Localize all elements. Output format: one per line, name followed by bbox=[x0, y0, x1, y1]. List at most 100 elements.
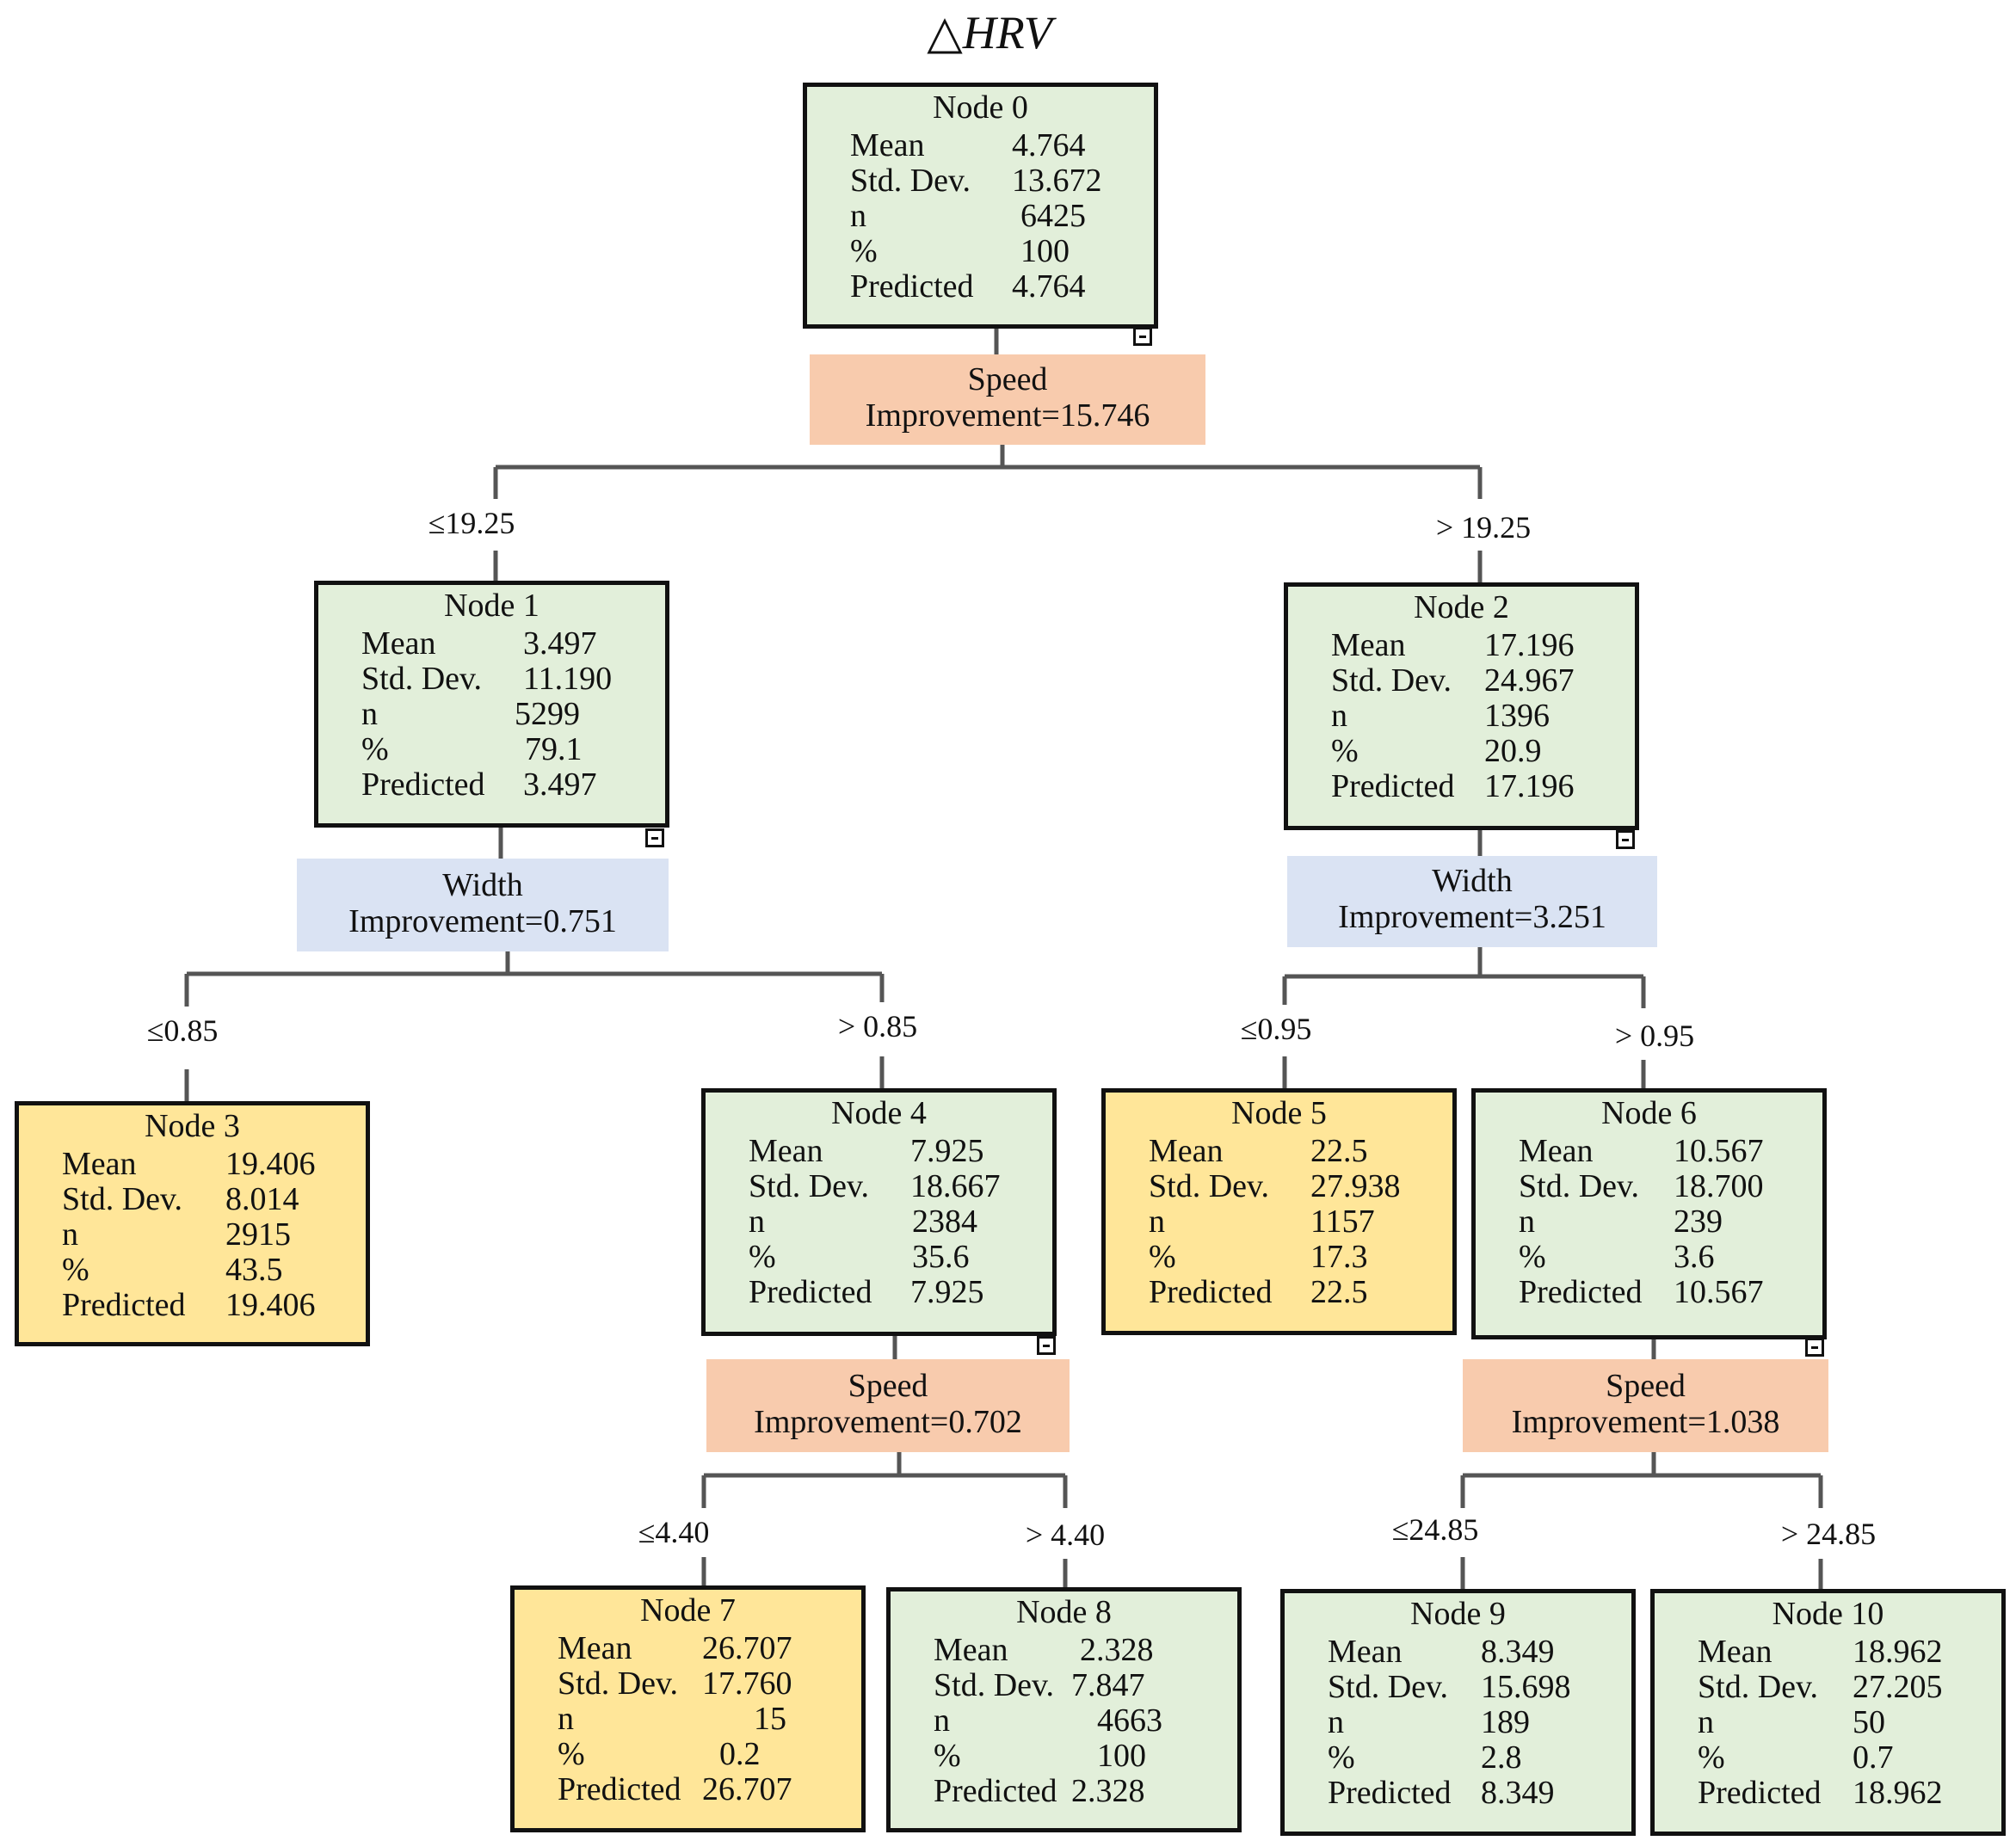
stat-value: 27.205 bbox=[1853, 1669, 1943, 1705]
edge-label: > 24.85 bbox=[1780, 1517, 1877, 1551]
stat-label: n bbox=[1149, 1204, 1165, 1240]
stat-value: 26.707 bbox=[702, 1771, 792, 1807]
stat-value: 7.925 bbox=[910, 1133, 984, 1169]
stat-value: 0.7 bbox=[1853, 1739, 1894, 1776]
stat-label: n bbox=[62, 1216, 78, 1253]
stat-value: 19.406 bbox=[225, 1287, 316, 1323]
collapse-toggle-node-2[interactable] bbox=[1616, 830, 1635, 849]
collapse-toggle-node-4[interactable] bbox=[1037, 1336, 1056, 1355]
split-improvement: Improvement=1.038 bbox=[1511, 1404, 1780, 1440]
node-title: Node 1 bbox=[444, 588, 539, 624]
stat-value: 18.962 bbox=[1853, 1775, 1943, 1811]
collapse-toggle-node-0[interactable] bbox=[1133, 327, 1152, 346]
tree-node-2: Node 2 Mean 17.196 Std. Dev. 24.967 n 13… bbox=[1284, 582, 1639, 830]
stat-label: Predicted bbox=[934, 1773, 1057, 1809]
stat-value: 15 bbox=[754, 1701, 786, 1737]
stat-label: Std. Dev. bbox=[749, 1168, 870, 1204]
stat-value: 1157 bbox=[1310, 1204, 1375, 1240]
stat-value: 13.672 bbox=[1012, 163, 1102, 199]
split-variable: Speed bbox=[967, 361, 1048, 397]
tree-node-7: Node 7 Mean 26.707 Std. Dev. 17.760 n 15… bbox=[510, 1585, 866, 1832]
split-box-node-2: Width Improvement=3.251 bbox=[1287, 856, 1657, 947]
stat-label: Std. Dev. bbox=[1519, 1168, 1640, 1204]
stat-label: Mean bbox=[1149, 1133, 1224, 1169]
node-title: Node 10 bbox=[1772, 1596, 1884, 1632]
stat-label: Std. Dev. bbox=[1149, 1168, 1270, 1204]
stat-label: Mean bbox=[1328, 1634, 1403, 1670]
stat-label: Std. Dev. bbox=[361, 661, 483, 697]
stat-value: 5299 bbox=[515, 696, 580, 732]
stat-label: Predicted bbox=[1328, 1775, 1452, 1811]
stat-label: Predicted bbox=[62, 1287, 186, 1323]
stat-value: 0.2 bbox=[719, 1736, 761, 1772]
stat-label: % bbox=[934, 1738, 961, 1774]
stat-value: 2.328 bbox=[1071, 1773, 1145, 1809]
tree-node-5: Node 5 Mean 22.5 Std. Dev. 27.938 n 1157… bbox=[1101, 1088, 1457, 1335]
stat-label: Predicted bbox=[558, 1771, 681, 1807]
node-title: Node 8 bbox=[1016, 1594, 1112, 1630]
stat-value: 4.764 bbox=[1012, 268, 1086, 305]
stat-value: 19.406 bbox=[225, 1146, 316, 1182]
stat-label: Mean bbox=[1331, 627, 1406, 663]
stat-value: 8.014 bbox=[225, 1181, 299, 1217]
collapse-toggle-node-1[interactable] bbox=[645, 828, 664, 847]
stat-value: 3.497 bbox=[523, 625, 597, 662]
node-title: Node 7 bbox=[640, 1592, 736, 1628]
stat-label: Mean bbox=[934, 1632, 1008, 1668]
stat-label: % bbox=[1519, 1239, 1546, 1275]
split-improvement: Improvement=0.751 bbox=[348, 903, 617, 939]
stat-value: 239 bbox=[1674, 1204, 1723, 1240]
node-title: Node 2 bbox=[1414, 589, 1509, 625]
stat-value: 26.707 bbox=[702, 1630, 792, 1666]
stat-value: 22.5 bbox=[1310, 1133, 1368, 1169]
edge-label: > 0.95 bbox=[1614, 1019, 1695, 1053]
split-box-node-6: Speed Improvement=1.038 bbox=[1463, 1359, 1828, 1452]
stat-label: Mean bbox=[558, 1630, 632, 1666]
node-title: Node 9 bbox=[1410, 1596, 1506, 1632]
split-improvement: Improvement=15.746 bbox=[865, 397, 1150, 434]
stat-label: Predicted bbox=[1519, 1274, 1643, 1310]
tree-node-1: Node 1 Mean 3.497 Std. Dev. 11.190 n 529… bbox=[314, 581, 669, 828]
stat-value: 2.328 bbox=[1080, 1632, 1154, 1668]
stat-value: 79.1 bbox=[525, 731, 583, 767]
stat-label: % bbox=[749, 1239, 776, 1275]
split-variable: Width bbox=[1432, 863, 1513, 899]
stat-label: Mean bbox=[361, 625, 436, 662]
stat-value: 7.847 bbox=[1071, 1667, 1145, 1703]
tree-node-3: Node 3 Mean 19.406 Std. Dev. 8.014 n 291… bbox=[15, 1101, 370, 1346]
tree-node-9: Node 9 Mean 8.349 Std. Dev. 15.698 n 189… bbox=[1280, 1589, 1636, 1836]
node-title: Node 0 bbox=[933, 89, 1028, 126]
stat-label: % bbox=[62, 1252, 89, 1288]
stat-label: Predicted bbox=[1331, 768, 1455, 804]
stat-label: Std. Dev. bbox=[850, 163, 971, 199]
split-improvement: Improvement=3.251 bbox=[1338, 899, 1606, 935]
node-title: Node 3 bbox=[145, 1108, 240, 1144]
edge-label: > 4.40 bbox=[1025, 1518, 1106, 1552]
stat-label: n bbox=[361, 696, 378, 732]
stat-value: 17.196 bbox=[1484, 627, 1575, 663]
stat-value: 20.9 bbox=[1484, 733, 1542, 769]
stat-value: 17.3 bbox=[1310, 1239, 1368, 1275]
tree-node-8: Node 8 Mean 2.328 Std. Dev. 7.847 n 4663… bbox=[886, 1587, 1242, 1832]
edge-label: ≤24.85 bbox=[1391, 1512, 1479, 1547]
stat-label: % bbox=[1331, 733, 1359, 769]
stat-value: 22.5 bbox=[1310, 1274, 1368, 1310]
diagram-title: △HRV bbox=[927, 7, 1052, 58]
stat-label: Std. Dev. bbox=[1698, 1669, 1819, 1705]
stat-value: 2915 bbox=[225, 1216, 291, 1253]
stat-value: 18.962 bbox=[1853, 1634, 1943, 1670]
stat-value: 189 bbox=[1481, 1704, 1530, 1740]
split-box-node-0: Speed Improvement=15.746 bbox=[810, 354, 1205, 445]
stat-value: 6425 bbox=[1020, 198, 1086, 234]
stat-value: 11.190 bbox=[523, 661, 613, 697]
stat-value: 7.925 bbox=[910, 1274, 984, 1310]
stat-value: 8.349 bbox=[1481, 1634, 1555, 1670]
collapse-toggle-node-6[interactable] bbox=[1805, 1338, 1824, 1357]
stat-label: n bbox=[934, 1702, 950, 1739]
stat-value: 4663 bbox=[1097, 1702, 1162, 1739]
edge-label: > 19.25 bbox=[1435, 510, 1532, 545]
stat-value: 18.700 bbox=[1674, 1168, 1764, 1204]
tree-node-0: Node 0 Mean 4.764 Std. Dev. 13.672 n 642… bbox=[803, 83, 1158, 329]
stat-value: 2384 bbox=[912, 1204, 977, 1240]
